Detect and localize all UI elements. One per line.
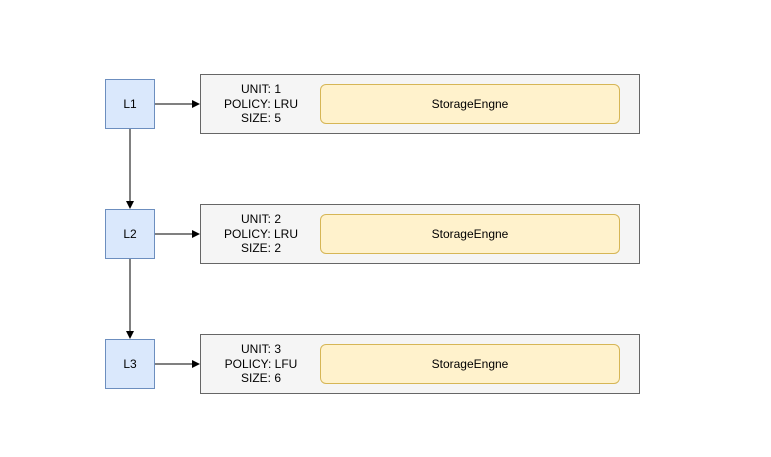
level-node-l3: L3: [105, 339, 155, 389]
level-label: L2: [123, 227, 137, 241]
level-label: L3: [123, 357, 137, 371]
level-node-l2: L2: [105, 209, 155, 259]
storage-engine-label: StorageEngne: [431, 227, 509, 241]
unit-text: UNIT: 3: [240, 342, 281, 357]
policy-text: POLICY: LRU: [223, 96, 299, 111]
cache-box-l3: UNIT: 3 POLICY: LFU SIZE: 6 StorageEngne: [200, 334, 640, 394]
storage-engine-label: StorageEngne: [431, 357, 509, 371]
cache-properties: UNIT: 2 POLICY: LRU SIZE: 2: [201, 205, 321, 263]
cache-box-l1: UNIT: 1 POLICY: LRU SIZE: 5 StorageEngne: [200, 74, 640, 134]
cache-box-l2: UNIT: 2 POLICY: LRU SIZE: 2 StorageEngne: [200, 204, 640, 264]
size-text: SIZE: 6: [240, 371, 281, 386]
level-node-l1: L1: [105, 79, 155, 129]
size-text: SIZE: 2: [240, 241, 281, 256]
size-text: SIZE: 5: [240, 111, 281, 126]
storage-engine-box: StorageEngne: [320, 84, 620, 124]
storage-engine-box: StorageEngne: [320, 214, 620, 254]
unit-text: UNIT: 1: [240, 82, 281, 97]
storage-engine-label: StorageEngne: [431, 97, 509, 111]
cache-properties: UNIT: 1 POLICY: LRU SIZE: 5: [201, 75, 321, 133]
cache-properties: UNIT: 3 POLICY: LFU SIZE: 6: [201, 335, 321, 393]
level-label: L1: [123, 97, 137, 111]
unit-text: UNIT: 2: [240, 212, 281, 227]
storage-engine-box: StorageEngne: [320, 344, 620, 384]
policy-text: POLICY: LFU: [224, 356, 298, 371]
policy-text: POLICY: LRU: [223, 226, 299, 241]
